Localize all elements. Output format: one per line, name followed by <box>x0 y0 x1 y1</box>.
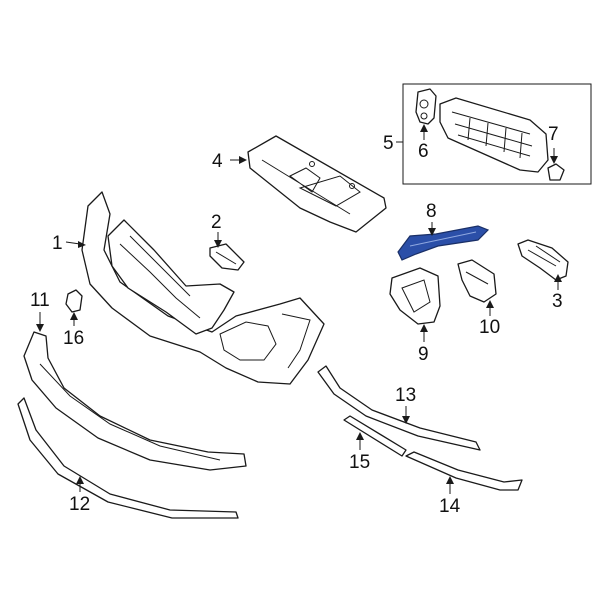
callout-12: 12 <box>69 494 90 515</box>
part-7-fastener <box>547 163 565 181</box>
callout-6: 6 <box>418 141 429 162</box>
callout-16: 16 <box>63 328 84 349</box>
callout-9: 9 <box>418 344 429 365</box>
callout-7: 7 <box>548 124 559 145</box>
part-11-lower-valance <box>23 331 247 471</box>
part-5-inset <box>402 83 592 185</box>
part-9-bracket <box>389 267 441 325</box>
callout-14: 14 <box>439 496 461 517</box>
callout-8: 8 <box>426 201 437 222</box>
part-13-trim-strip <box>317 365 481 451</box>
callout-4: 4 <box>212 151 223 172</box>
callout-15: 15 <box>349 452 370 473</box>
callout-labels: 1 2 3 4 5 6 7 8 9 10 11 12 13 14 15 16 <box>30 124 563 517</box>
part-3-bracket <box>517 239 569 281</box>
part-10-bracket <box>457 259 497 303</box>
callout-2: 2 <box>211 212 222 233</box>
callout-10: 10 <box>479 317 500 338</box>
callout-1: 1 <box>52 233 63 254</box>
part-8-bracket-highlight <box>397 225 490 261</box>
part-4-deflector <box>247 135 387 233</box>
part-16-clip <box>65 289 83 313</box>
inset-frame <box>402 83 592 185</box>
part-14-lower-strip <box>405 451 523 491</box>
callout-13: 13 <box>395 385 416 406</box>
part-1-bumper-cover <box>81 191 325 385</box>
leader-lines <box>36 124 562 494</box>
part-2-clip <box>209 243 245 271</box>
callout-11: 11 <box>30 290 50 311</box>
part-12-lower-trim <box>17 397 239 519</box>
callout-5: 5 <box>383 133 394 154</box>
callout-3: 3 <box>552 291 563 312</box>
part-15-strip <box>343 415 407 457</box>
